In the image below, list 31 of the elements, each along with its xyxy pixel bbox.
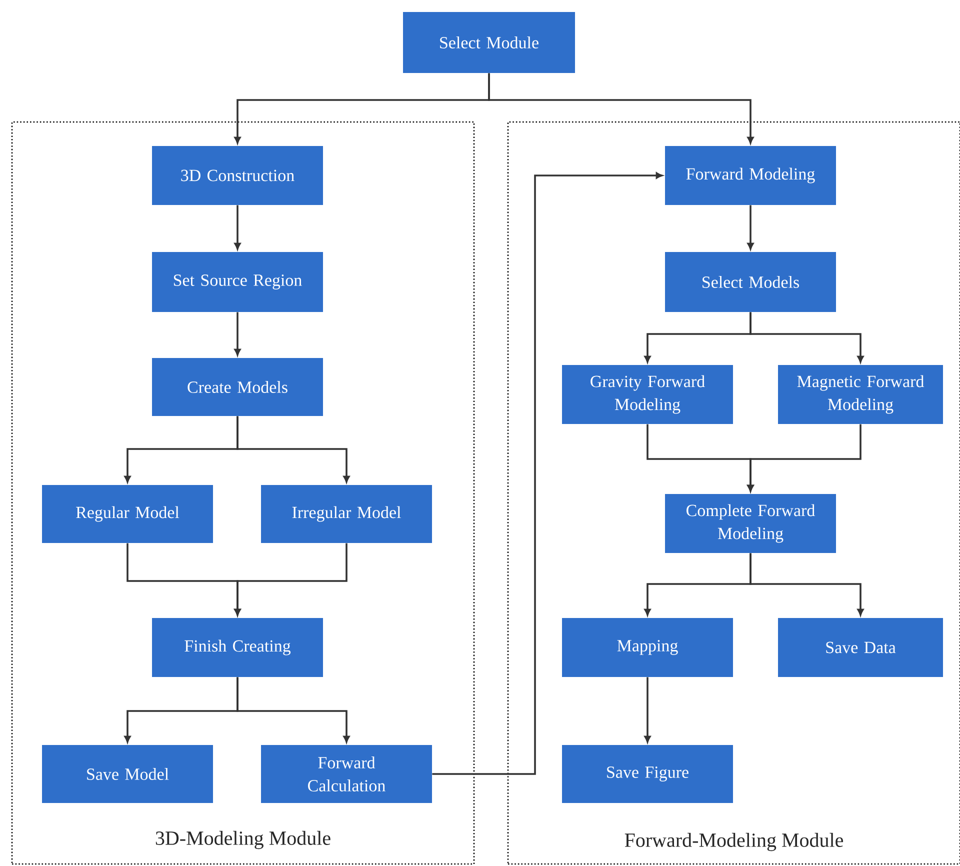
process-box: Irregular Model bbox=[261, 485, 432, 543]
arrow bbox=[750, 312, 864, 363]
arrow bbox=[750, 553, 864, 616]
arrow bbox=[747, 205, 754, 250]
arrow bbox=[432, 172, 663, 775]
process-box: Save Model bbox=[42, 745, 213, 803]
process-box: Magnetic Forward Modeling bbox=[778, 365, 943, 424]
process-box: 3D Construction bbox=[152, 146, 323, 205]
module-heading: 3D-Modeling Module bbox=[156, 830, 330, 850]
process-box: Create Models bbox=[152, 358, 323, 416]
process-box: Mapping bbox=[562, 618, 733, 677]
process-box: Forward Modeling bbox=[665, 146, 836, 205]
process-box: Complete Forward Modeling bbox=[665, 494, 836, 553]
process-box: Select Models bbox=[665, 252, 836, 312]
arrow bbox=[234, 543, 348, 616]
process-box: Set Source Region bbox=[152, 252, 323, 312]
process-box: Regular Model bbox=[42, 485, 213, 543]
process-box: Finish Creating bbox=[152, 618, 323, 677]
arrow bbox=[236, 677, 350, 743]
arrow bbox=[747, 424, 862, 492]
process-box: Forward Calculation bbox=[261, 745, 432, 803]
process-box: Select Module bbox=[403, 12, 575, 73]
arrow bbox=[234, 312, 241, 356]
module-heading: Forward-Modeling Module bbox=[624, 832, 844, 852]
process-box: Save Data bbox=[778, 618, 943, 677]
process-box: Gravity Forward Modeling bbox=[562, 365, 733, 424]
arrow bbox=[234, 205, 241, 250]
arrow bbox=[644, 677, 651, 743]
arrow bbox=[236, 416, 350, 483]
process-box: Save Figure bbox=[562, 745, 733, 803]
arrow bbox=[488, 73, 754, 144]
